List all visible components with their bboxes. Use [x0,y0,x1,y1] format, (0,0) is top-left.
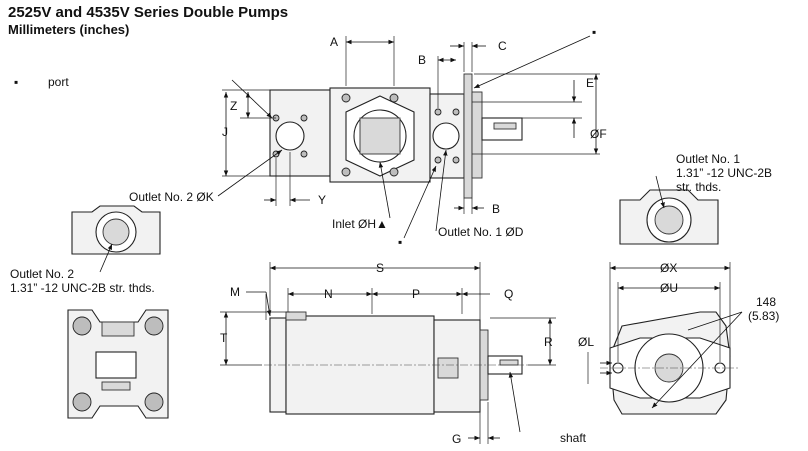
port-leader [231,79,273,119]
outlet1-leader [655,175,665,209]
dim-u-label: ØU [660,281,678,295]
dim-g-label: G [452,432,461,446]
page-title: 2525V and 4535V Series Double Pumps [8,4,289,21]
dim-f-label: ØF [590,127,607,141]
dim-a-label: A [330,35,338,49]
top-bolt [300,150,308,158]
side-shaft-key [499,359,519,366]
side-view: S N P Q M T R [220,261,587,446]
dim-m-label: M [230,285,240,299]
top-mounting-flange [463,73,473,199]
top-bolt [434,156,442,164]
top-inlet-bore [359,117,401,155]
dim-s-label: S [376,261,384,275]
side-port-boss [437,357,459,379]
top-bolt [452,108,460,116]
dim-148-in: (5.83) [748,309,779,323]
dim-q-label: Q [504,287,513,301]
outlet1-detail: Outlet No. 1 1.31” -12 UNC-2B str. thds. [619,152,772,245]
outlet2-leader [99,243,113,273]
rear-end-view [67,309,169,419]
dim-y-label: Y [318,193,326,207]
top-view: A B C E ØF ▪ [129,25,607,249]
outlet2-k-label: Outlet No. 2 ØK [129,190,214,204]
rear-bolt [144,316,164,336]
outlet1-d-label: Outlet No. 1 ØD [438,225,524,239]
dim-148-mm: 148 [756,295,776,309]
dim-e-label: E [586,76,594,90]
outlet2-title: Outlet No. 2 [10,267,74,281]
top-bolt [341,167,351,177]
dim-x-label: ØX [660,261,677,275]
rear-view-plate [95,351,137,379]
inlet-h-label: Inlet ØH▲ [332,217,388,231]
outlet1-title: Outlet No. 1 [676,152,740,166]
side-port-boss [285,311,307,321]
top-bolt [389,167,399,177]
shaft-leader [508,371,521,433]
dim-p-label: P [412,287,420,301]
k-leader [217,149,283,197]
dim-c-label: C [498,39,507,53]
h-leader [378,161,391,219]
dim-l-label: ØL [578,335,594,349]
outlet1-detail-bore [654,205,684,235]
port-leader [403,165,437,239]
top-shaft-key [493,122,517,130]
outlet2-detail-bore [102,218,130,246]
top-bolt [300,114,308,122]
front-view-shaft [654,353,684,383]
top-bolt [341,93,351,103]
rear-view-boss [101,321,135,337]
dim-b-bottom-label: B [492,202,500,216]
dim-148-line [651,311,743,409]
outlet2-thread: 1.31” -12 UNC-2B str. thds. [10,281,155,295]
outlet1-note: str. thds. [676,180,721,194]
outlet1-thread: 1.31” -12 UNC-2B [676,166,772,180]
top-outlet1-port [432,122,460,150]
outlet2-detail: Outlet No. 2 1.31” -12 UNC-2B str. thds. [10,205,161,295]
shaft-label: shaft [560,431,587,445]
dim-b-top-label: B [418,53,426,67]
units-subtitle: Millimeters (inches) [8,22,130,37]
rear-bolt [144,392,164,412]
legend-port-symbol: ▪ [14,75,18,89]
dim-n-label: N [324,287,333,301]
port-marker: ▪ [592,25,596,39]
top-pilot [471,91,483,179]
dim-t-label: T [220,331,228,345]
dim-r-label: R [544,335,553,349]
top-bolt [434,108,442,116]
rear-bolt [72,392,92,412]
rear-bolt [72,316,92,336]
top-outlet2-port [275,121,305,151]
rear-view-tag [101,381,131,391]
d-leader [435,149,448,232]
port-marker-inlet: ▪ [398,235,402,249]
m-arrow [265,291,272,317]
top-bolt [389,93,399,103]
dim-j-label: J [222,125,228,139]
front-end-view: ØX ØU ØL 148 (5.83) [578,261,779,415]
top-bolt [452,156,460,164]
dim-z-label: Z [230,99,237,113]
dim-148-leader [687,311,743,331]
port-leader [473,35,591,89]
legend-port-label: port [48,75,69,89]
